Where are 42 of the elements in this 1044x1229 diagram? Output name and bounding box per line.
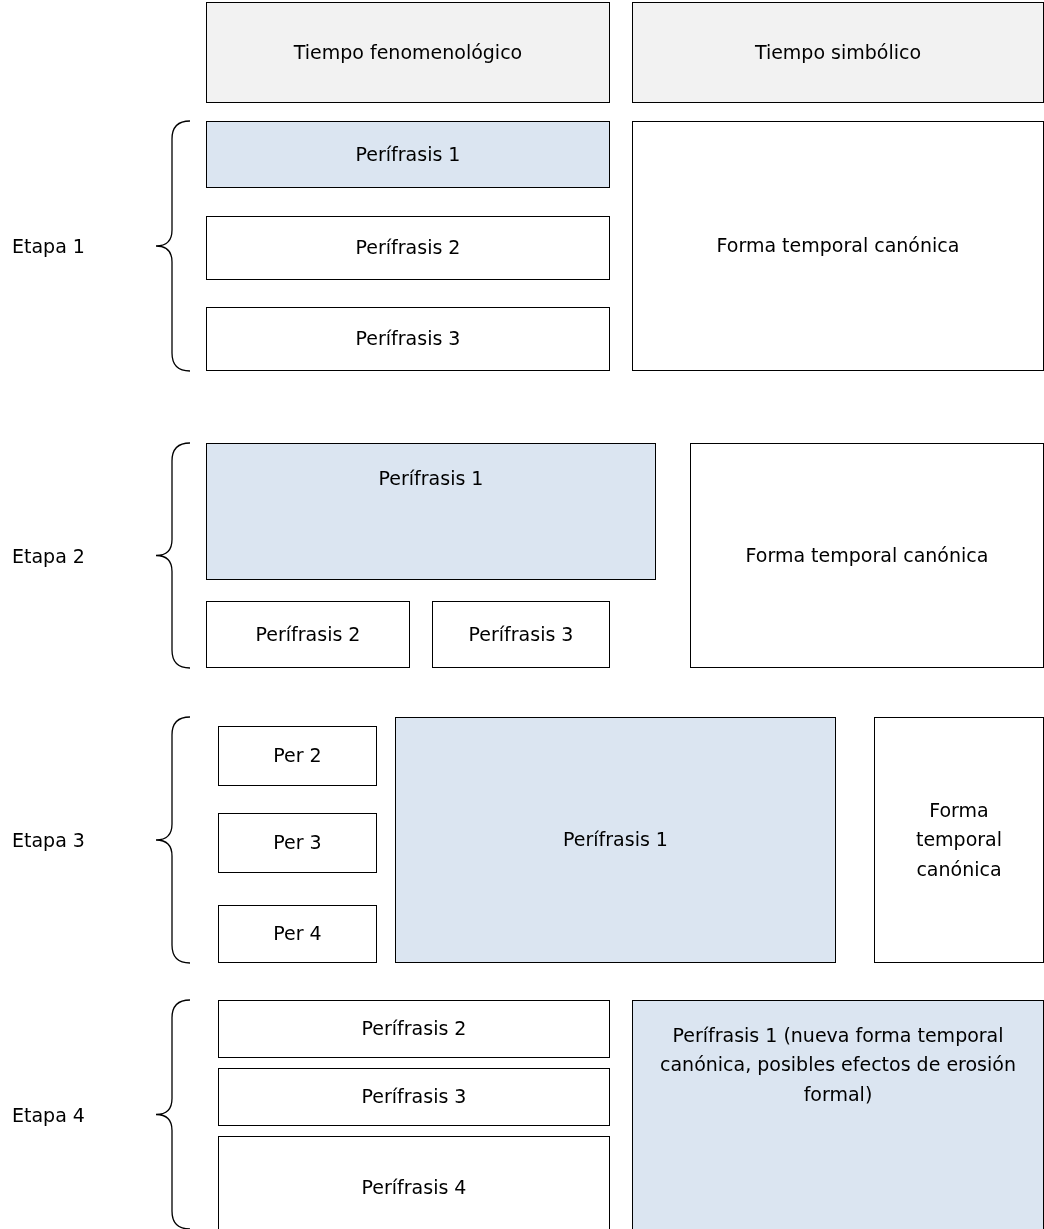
box-label: Forma temporal canónica	[716, 233, 960, 259]
stage-box	[206, 121, 610, 188]
stage-box	[218, 1000, 610, 1058]
column-header	[632, 2, 1044, 103]
stage-box	[690, 443, 1044, 668]
stage-label: Etapa 2	[12, 544, 85, 567]
stage-box	[206, 601, 410, 668]
column-header	[206, 2, 610, 103]
box-label: Forma temporal canónica	[745, 542, 989, 568]
box-label: Forma temporal canónica	[914, 797, 1004, 882]
box-label: Perífrasis 1	[355, 141, 461, 167]
box-label: Perífrasis 3	[355, 326, 461, 352]
box-label: Perífrasis 1 (nueva forma temporal canónica, posibles efectos de erosión formal)	[659, 1023, 1017, 1107]
stage-box	[632, 121, 1044, 371]
box-label: Perífrasis 1	[378, 466, 484, 491]
stage-box	[206, 443, 656, 580]
stage-box	[632, 1000, 1044, 1229]
stage-box	[432, 601, 610, 668]
box-label: Perífrasis 2	[255, 621, 361, 647]
stage-box	[218, 813, 377, 873]
stage-box	[218, 1136, 610, 1229]
stage-box	[395, 717, 836, 963]
box-label: Tiempo simbólico	[754, 39, 922, 65]
box-label: Per 4	[273, 921, 322, 947]
stage-box	[218, 905, 377, 963]
stage-label: Etapa 1	[12, 235, 85, 257]
stage-box	[206, 307, 610, 371]
box-label: Perífrasis 1	[563, 827, 668, 853]
box-label: Perífrasis 2	[361, 1016, 467, 1042]
stage-label: Etapa 3	[12, 829, 85, 851]
stage-box	[206, 216, 610, 280]
stage-box	[218, 726, 377, 786]
box-label: Perífrasis 4	[361, 1175, 467, 1201]
box-label: Perífrasis 3	[361, 1084, 467, 1110]
box-label: Per 2	[273, 743, 322, 769]
box-label: Per 3	[273, 830, 322, 856]
box-label: Tiempo fenomenológico	[293, 39, 523, 65]
stage-box	[218, 1068, 610, 1126]
box-label: Perífrasis 3	[468, 621, 574, 647]
stage-label: Etapa 4	[12, 1103, 85, 1126]
stage-box	[874, 717, 1044, 963]
box-label: Perífrasis 2	[355, 235, 461, 261]
